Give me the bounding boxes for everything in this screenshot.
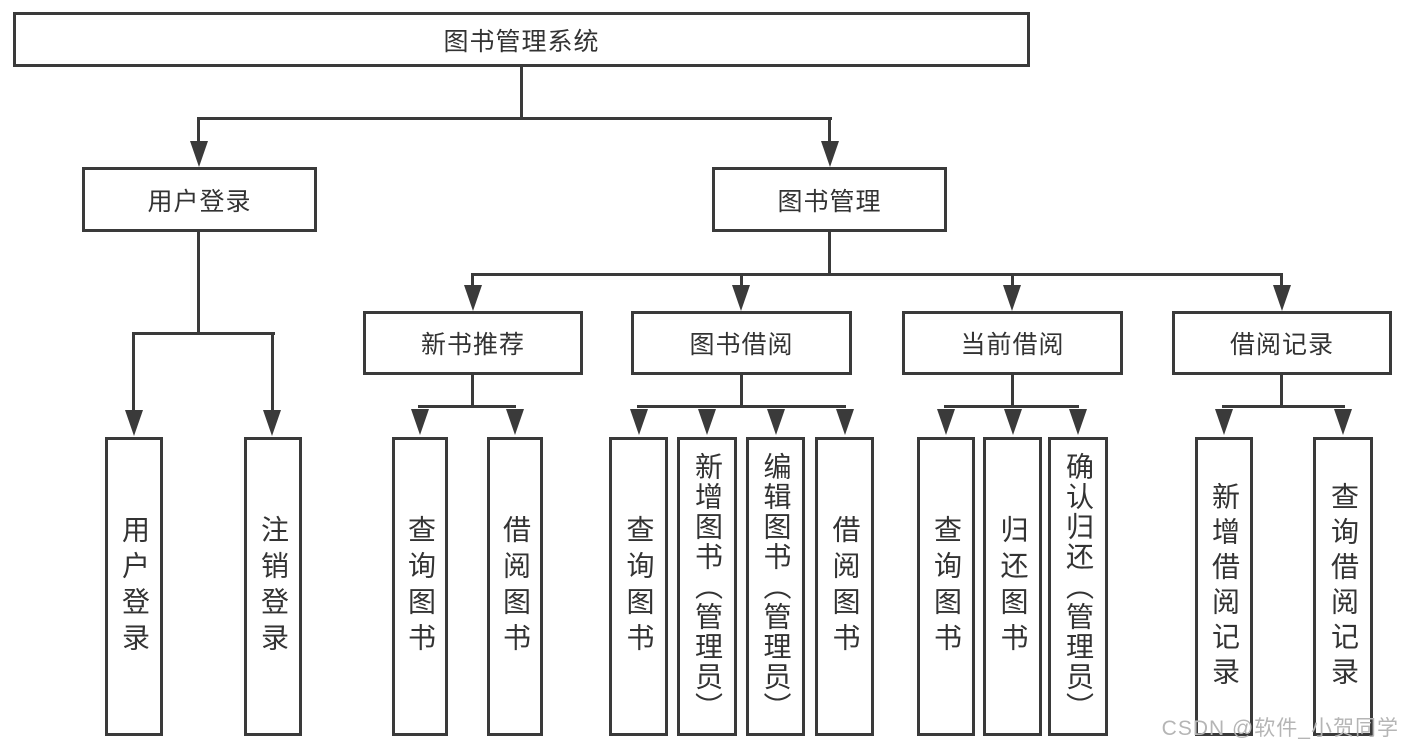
leaf-label: 新增图书（管理员） — [692, 451, 723, 722]
connector-v — [197, 117, 200, 146]
node-current-borrowing: 当前借阅 — [902, 311, 1123, 375]
connector-v — [828, 117, 831, 146]
node-book-management: 图书管理 — [712, 167, 947, 232]
connector-v — [740, 273, 743, 291]
connector-h — [197, 117, 832, 120]
connector-v — [740, 375, 743, 408]
arrowhead-down-icon — [1334, 409, 1352, 435]
arrowhead-down-icon — [506, 409, 524, 435]
node-book-borrowing: 图书借阅 — [631, 311, 852, 375]
leaf-return-books: 归还图书 — [983, 437, 1042, 736]
arrowhead-down-icon — [821, 141, 839, 167]
connector-v — [1280, 273, 1283, 291]
arrowhead-down-icon — [698, 409, 716, 435]
leaf-edit-books-admin: 编辑图书（管理员） — [746, 437, 805, 736]
connector-h — [637, 405, 846, 408]
leaf-query-books-borrowing: 查询图书 — [609, 437, 668, 736]
arrowhead-down-icon — [1069, 409, 1087, 435]
leaf-query-borrow-record: 查询借阅记录 — [1313, 437, 1373, 736]
connector-v — [1011, 375, 1014, 408]
node-label: 用户登录 — [147, 187, 252, 216]
connector-h — [944, 405, 1079, 408]
csdn-watermark: CSDN @软件_小贺同学 — [1161, 717, 1399, 740]
connector-h — [132, 332, 275, 335]
node-label: 新书推荐 — [420, 331, 525, 359]
arrowhead-down-icon — [190, 141, 208, 167]
connector-h — [1222, 405, 1345, 408]
connector-h — [471, 273, 1283, 276]
leaf-user-login: 用户登录 — [105, 437, 163, 736]
connector-v — [520, 67, 523, 120]
leaf-label: 归还图书 — [997, 514, 1029, 659]
connector-v — [271, 332, 274, 412]
leaf-borrow-books-recommend: 借阅图书 — [487, 437, 543, 736]
leaf-label: 查询借阅记录 — [1328, 481, 1359, 692]
connector-v — [1011, 273, 1014, 291]
arrowhead-down-icon — [411, 409, 429, 435]
arrowhead-down-icon — [464, 285, 482, 311]
leaf-confirm-return-admin: 确认归还（管理员） — [1048, 437, 1108, 736]
connector-v — [471, 273, 474, 291]
leaf-query-books-current: 查询图书 — [917, 437, 975, 736]
connector-v — [828, 232, 831, 276]
arrowhead-down-icon — [937, 409, 955, 435]
leaf-logout: 注销登录 — [244, 437, 302, 736]
node-label: 图书借阅 — [689, 331, 794, 359]
arrowhead-down-icon — [263, 410, 281, 436]
arrowhead-down-icon — [1003, 285, 1021, 311]
leaf-label: 确认归还（管理员） — [1063, 451, 1094, 722]
leaf-label: 查询图书 — [623, 514, 655, 659]
connector-v — [197, 232, 200, 335]
leaf-label: 查询图书 — [405, 514, 436, 659]
connector-v — [132, 332, 135, 412]
leaf-label: 新增借阅记录 — [1209, 481, 1240, 692]
leaf-add-books-admin: 新增图书（管理员） — [677, 437, 737, 736]
arrowhead-down-icon — [1273, 285, 1291, 311]
node-library-system: 图书管理系统 — [13, 12, 1030, 67]
node-new-book-recommend: 新书推荐 — [363, 311, 583, 375]
node-user-login: 用户登录 — [82, 167, 317, 232]
connector-v — [1280, 375, 1283, 408]
arrowhead-down-icon — [125, 410, 143, 436]
node-label: 当前借阅 — [960, 331, 1065, 359]
connector-h — [418, 405, 516, 408]
leaf-add-borrow-record: 新增借阅记录 — [1195, 437, 1253, 736]
leaf-query-books-recommend: 查询图书 — [392, 437, 448, 736]
arrowhead-down-icon — [732, 285, 750, 311]
node-label: 借阅记录 — [1229, 331, 1334, 359]
arrowhead-down-icon — [836, 409, 854, 435]
leaf-label: 用户登录 — [119, 514, 150, 659]
arrowhead-down-icon — [630, 409, 648, 435]
arrowhead-down-icon — [767, 409, 785, 435]
leaf-label: 借阅图书 — [829, 514, 861, 659]
node-borrowing-records: 借阅记录 — [1172, 311, 1392, 375]
arrowhead-down-icon — [1004, 409, 1022, 435]
connector-v — [471, 375, 474, 408]
leaf-label: 借阅图书 — [500, 514, 531, 659]
node-label: 图书管理系统 — [443, 27, 600, 56]
leaf-borrow-books-borrowing: 借阅图书 — [815, 437, 874, 736]
leaf-label: 查询图书 — [931, 514, 962, 659]
leaf-label: 注销登录 — [258, 514, 289, 659]
arrowhead-down-icon — [1215, 409, 1233, 435]
node-label: 图书管理 — [777, 187, 882, 216]
leaf-label: 编辑图书（管理员） — [760, 451, 792, 722]
